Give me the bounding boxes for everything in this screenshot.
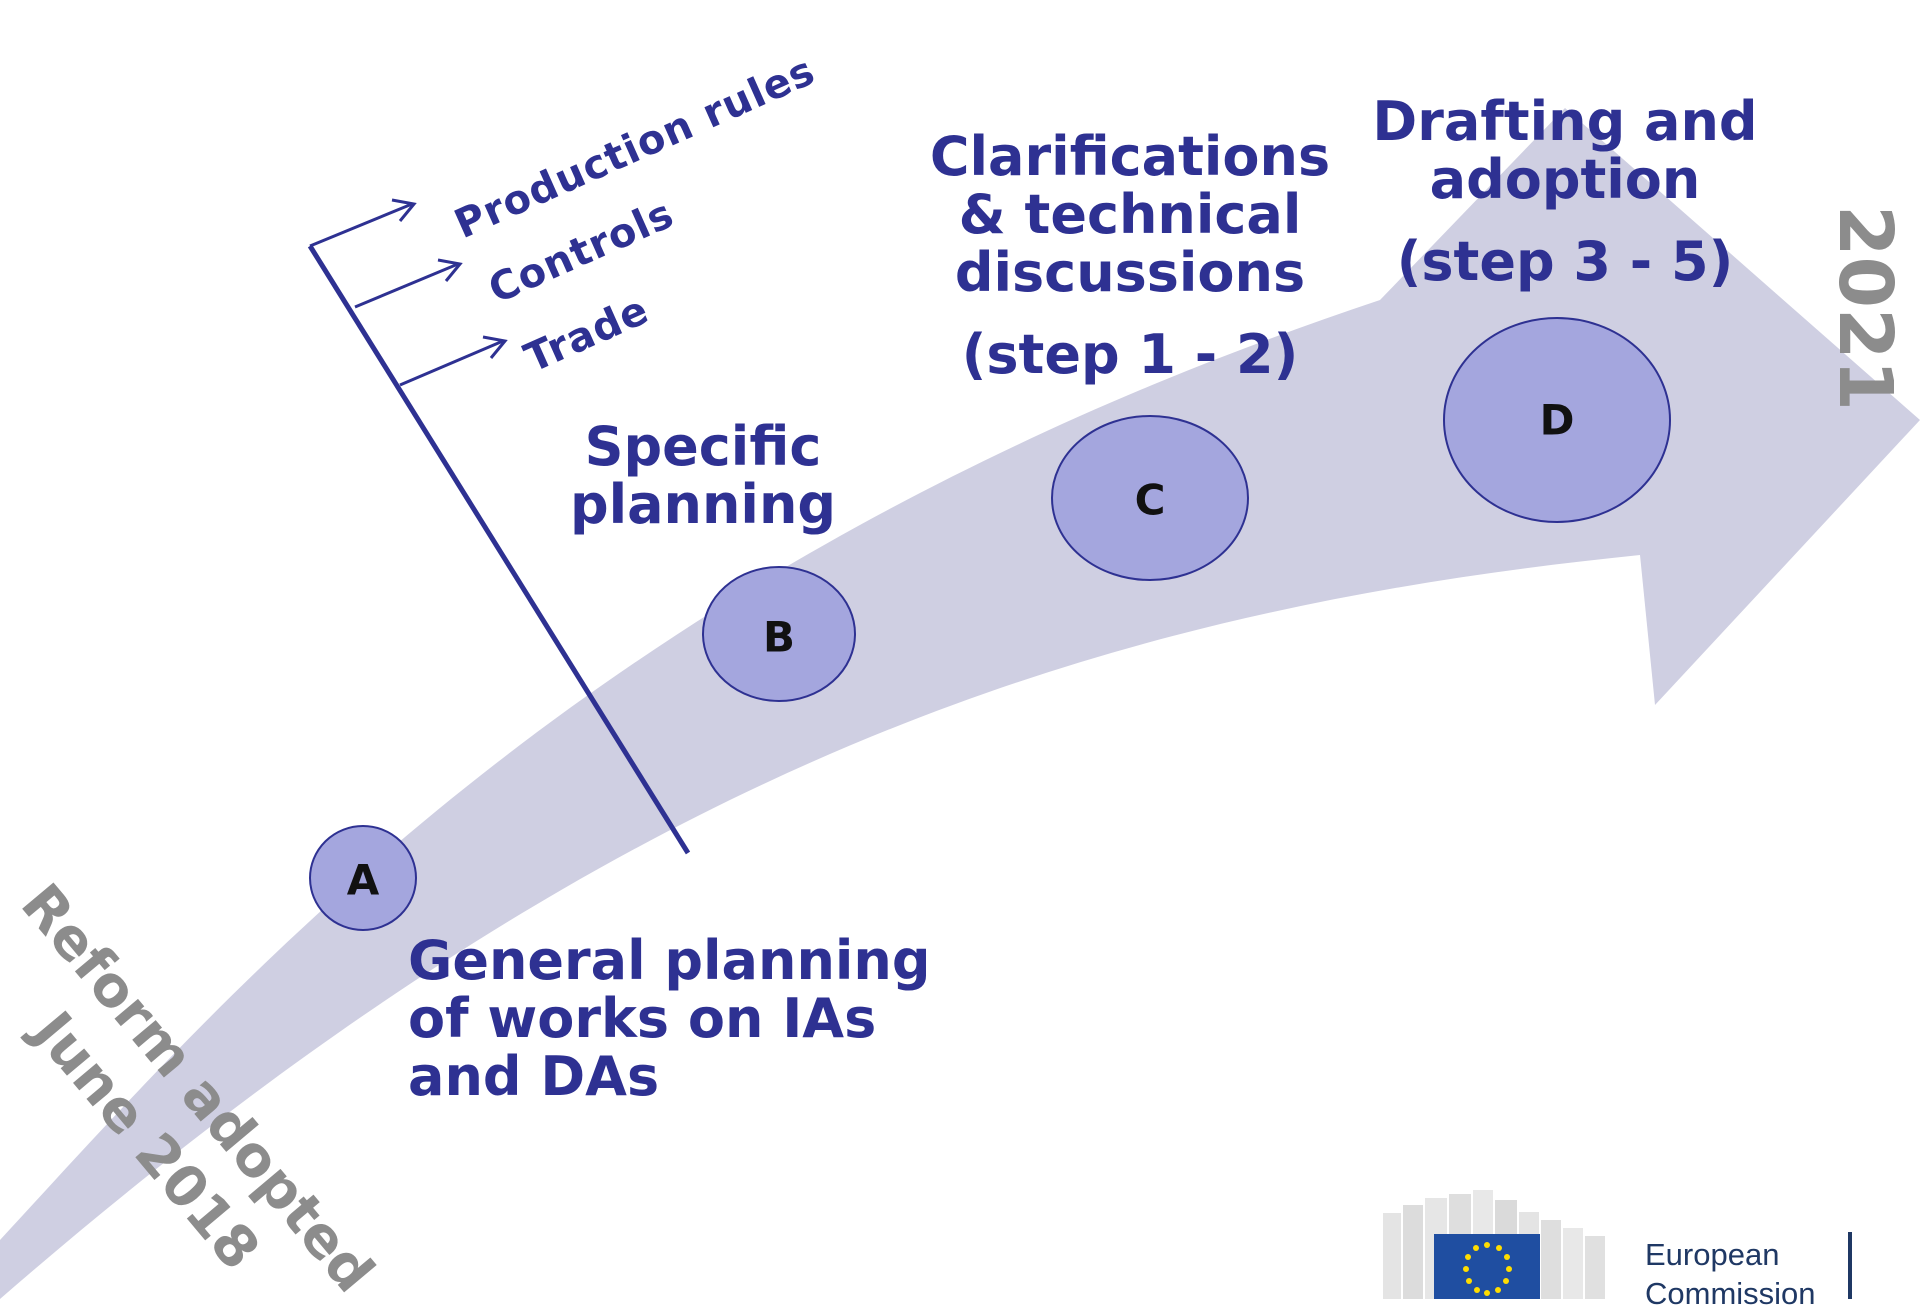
step-letter-a: A bbox=[346, 855, 380, 905]
caption-a-line-2: of works on IAs bbox=[408, 987, 877, 1050]
step-circle-c bbox=[1051, 415, 1249, 581]
caption-d-line-1: Drafting and bbox=[1372, 90, 1758, 153]
branch-arrow-trade bbox=[399, 339, 504, 387]
caption-b-line-1: Specific bbox=[584, 415, 822, 478]
caption-a-line-3: and DAs bbox=[408, 1045, 660, 1108]
caption-b-line-2: planning bbox=[569, 473, 837, 536]
logo-text: European Commission bbox=[1645, 1236, 1816, 1314]
caption-d-line-2: adoption bbox=[1429, 148, 1701, 211]
eu-stars-icon bbox=[1463, 1242, 1512, 1296]
caption-c-line-2: & technical bbox=[958, 183, 1302, 246]
caption-d-sub: (step 3 - 5) bbox=[1396, 230, 1734, 293]
logo-text-line-1: European bbox=[1645, 1237, 1780, 1272]
timeline-arrow bbox=[0, 108, 1920, 1299]
step-letter-d: D bbox=[1539, 395, 1575, 445]
logo-text-line-2: Commission bbox=[1645, 1275, 1816, 1311]
caption-specific-planning: Specific planning bbox=[553, 418, 853, 534]
end-label-year: 2021 bbox=[1822, 205, 1908, 411]
caption-c-sub: (step 1 - 2) bbox=[961, 323, 1299, 386]
caption-c-line-1: Clarifications bbox=[929, 125, 1331, 188]
caption-c-line-3: discussions bbox=[954, 241, 1306, 304]
step-letter-c: C bbox=[1134, 475, 1166, 525]
step-letter-b: B bbox=[762, 612, 796, 662]
caption-clarifications: Clarifications & technical discussions (… bbox=[920, 128, 1340, 384]
caption-general-planning: General planning of works on IAs and DAs bbox=[408, 932, 931, 1106]
branch-arrows bbox=[309, 198, 508, 387]
scope-divider-line bbox=[307, 244, 691, 855]
branch-arrow-production bbox=[309, 202, 413, 248]
step-circle-a bbox=[309, 825, 417, 931]
step-circle-b bbox=[702, 566, 856, 702]
branch-arrow-controls bbox=[354, 262, 459, 309]
caption-drafting-adoption: Drafting and adoption (step 3 - 5) bbox=[1355, 93, 1775, 291]
step-circle-d bbox=[1443, 317, 1671, 523]
logo-divider bbox=[1848, 1232, 1852, 1299]
caption-a-line-1: General planning bbox=[408, 929, 931, 992]
ec-logo bbox=[1383, 1190, 1852, 1299]
